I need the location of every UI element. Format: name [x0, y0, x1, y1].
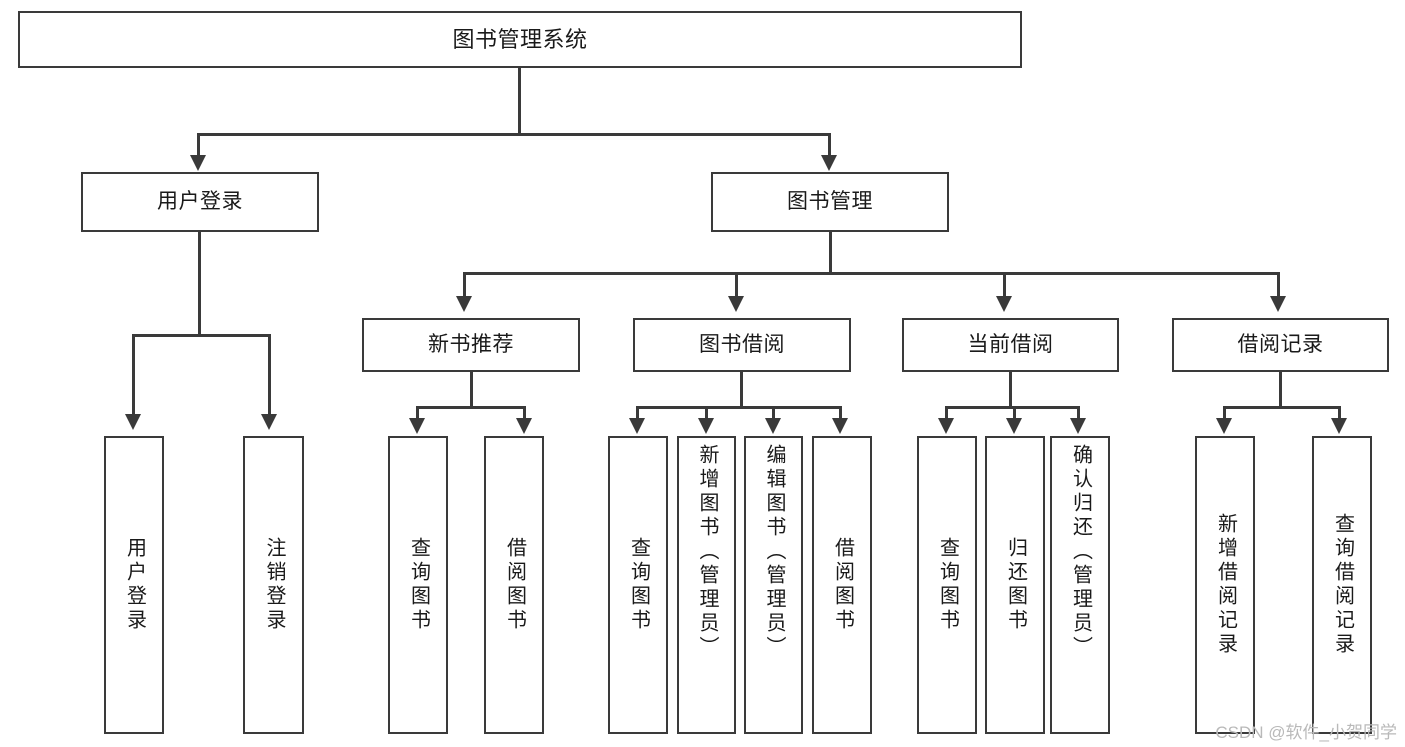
node-label: 用户登录: [123, 537, 146, 633]
connector-user-login-bus: [132, 334, 270, 337]
node-label: 归还图书: [1004, 537, 1027, 633]
arrowhead-new-book-child-2: [516, 418, 532, 434]
node-label: 用户登录: [157, 189, 243, 213]
node-new-book-recommend[interactable]: 新书推荐: [362, 318, 580, 372]
watermark-text: CSDN @软件_小贺同学: [1215, 723, 1397, 742]
connector-current-borrow-stem: [1009, 372, 1012, 408]
node-label: 确认归还（管理员）: [1069, 444, 1092, 660]
connector-user-login-child-1: [132, 334, 135, 416]
connector-new-book-bus: [416, 406, 526, 409]
arrowhead-user-login-child-1: [125, 414, 141, 430]
node-borrow-record[interactable]: 借阅记录: [1172, 318, 1389, 372]
node-label: 借阅记录: [1237, 332, 1324, 356]
leaf-borrow-book-recommend[interactable]: 借阅图书: [484, 436, 544, 734]
leaf-add-book-admin[interactable]: 新增图书（管理员）: [677, 436, 736, 734]
connector-book-borrow-stem: [740, 372, 743, 408]
leaf-return-book[interactable]: 归还图书: [985, 436, 1045, 734]
node-label: 借阅图书: [503, 537, 526, 633]
node-label: 借阅图书: [831, 537, 854, 633]
connector-user-login-stem: [198, 232, 201, 336]
connector-level2-bus: [463, 272, 1280, 275]
node-book-borrow[interactable]: 图书借阅: [633, 318, 851, 372]
leaf-query-borrow-record[interactable]: 查询借阅记录: [1312, 436, 1372, 734]
connector-book-borrow-bus: [636, 406, 840, 409]
arrowhead-current-borrow-child-3: [1070, 418, 1086, 434]
arrowhead-user-login-child-2: [261, 414, 277, 430]
leaf-query-book-borrow[interactable]: 查询图书: [608, 436, 668, 734]
arrowhead-book-borrow-child-1: [629, 418, 645, 434]
arrowhead-current-borrow-child-2: [1006, 418, 1022, 434]
arrowhead-new-book-child-1: [409, 418, 425, 434]
node-user-login[interactable]: 用户登录: [81, 172, 319, 232]
arrowhead-book-mgmt: [821, 155, 837, 171]
connector-to-book-mgmt: [828, 133, 831, 157]
connector-to-current-borrow: [1003, 272, 1006, 298]
arrowhead-book-borrow-child-2: [698, 418, 714, 434]
connector-level1-bus: [197, 133, 831, 136]
arrowhead-current-borrow: [996, 296, 1012, 312]
node-root-system[interactable]: 图书管理系统: [18, 11, 1022, 68]
connector-to-book-borrow: [735, 272, 738, 298]
arrowhead-new-book: [456, 296, 472, 312]
connector-new-book-stem: [470, 372, 473, 408]
connector-current-borrow-child-2: [1013, 406, 1016, 420]
arrowhead-borrow-record: [1270, 296, 1286, 312]
node-label: 注销登录: [263, 537, 285, 633]
connector-book-borrow-child-4: [839, 406, 842, 420]
connector-new-book-child-1: [416, 406, 419, 420]
node-label: 当前借阅: [967, 332, 1054, 356]
connector-book-borrow-child-2: [705, 406, 708, 420]
node-book-management[interactable]: 图书管理: [711, 172, 949, 232]
connector-to-borrow-record: [1277, 272, 1280, 298]
connector-book-borrow-child-1: [636, 406, 639, 420]
arrowhead-book-borrow-child-3: [765, 418, 781, 434]
leaf-user-login[interactable]: 用户登录: [104, 436, 164, 734]
connector-to-new-book: [463, 272, 466, 298]
connector-user-login-child-2: [268, 334, 271, 416]
node-label: 图书借阅: [699, 332, 785, 356]
node-label: 新书推荐: [428, 332, 514, 356]
node-label: 新增借阅记录: [1214, 513, 1237, 657]
leaf-query-book-current[interactable]: 查询图书: [917, 436, 977, 734]
connector-book-mgmt-stem: [829, 232, 832, 274]
leaf-edit-book-admin[interactable]: 编辑图书（管理员）: [744, 436, 803, 734]
connector-borrow-record-child-1: [1223, 406, 1226, 420]
connector-current-borrow-child-3: [1077, 406, 1080, 420]
arrowhead-current-borrow-child-1: [938, 418, 954, 434]
node-label: 查询借阅记录: [1331, 513, 1354, 657]
node-label: 查询图书: [407, 537, 430, 633]
node-label: 新增图书（管理员）: [696, 444, 718, 660]
leaf-borrow-book[interactable]: 借阅图书: [812, 436, 872, 734]
connector-root-stem: [518, 68, 521, 134]
arrowhead-book-borrow: [728, 296, 744, 312]
connector-current-borrow-bus: [945, 406, 1079, 409]
leaf-logout-login[interactable]: 注销登录: [243, 436, 304, 734]
arrowhead-book-borrow-child-4: [832, 418, 848, 434]
node-label: 编辑图书（管理员）: [763, 444, 785, 660]
leaf-query-book-recommend[interactable]: 查询图书: [388, 436, 448, 734]
connector-book-borrow-child-3: [772, 406, 775, 420]
connector-borrow-record-stem: [1279, 372, 1282, 408]
node-label: 图书管理: [787, 189, 873, 213]
connector-new-book-child-2: [523, 406, 526, 420]
connector-to-user-login: [197, 133, 200, 157]
arrowhead-borrow-record-child-2: [1331, 418, 1347, 434]
node-label: 查询图书: [627, 537, 650, 633]
connector-current-borrow-child-1: [945, 406, 948, 420]
node-current-borrow[interactable]: 当前借阅: [902, 318, 1119, 372]
leaf-confirm-return-admin[interactable]: 确认归还（管理员）: [1050, 436, 1110, 734]
connector-borrow-record-bus: [1223, 406, 1341, 409]
arrowhead-user-login: [190, 155, 206, 171]
node-label: 图书管理系统: [452, 26, 588, 52]
leaf-add-borrow-record[interactable]: 新增借阅记录: [1195, 436, 1255, 734]
arrowhead-borrow-record-child-1: [1216, 418, 1232, 434]
node-label: 查询图书: [936, 537, 959, 633]
connector-borrow-record-child-2: [1338, 406, 1341, 420]
